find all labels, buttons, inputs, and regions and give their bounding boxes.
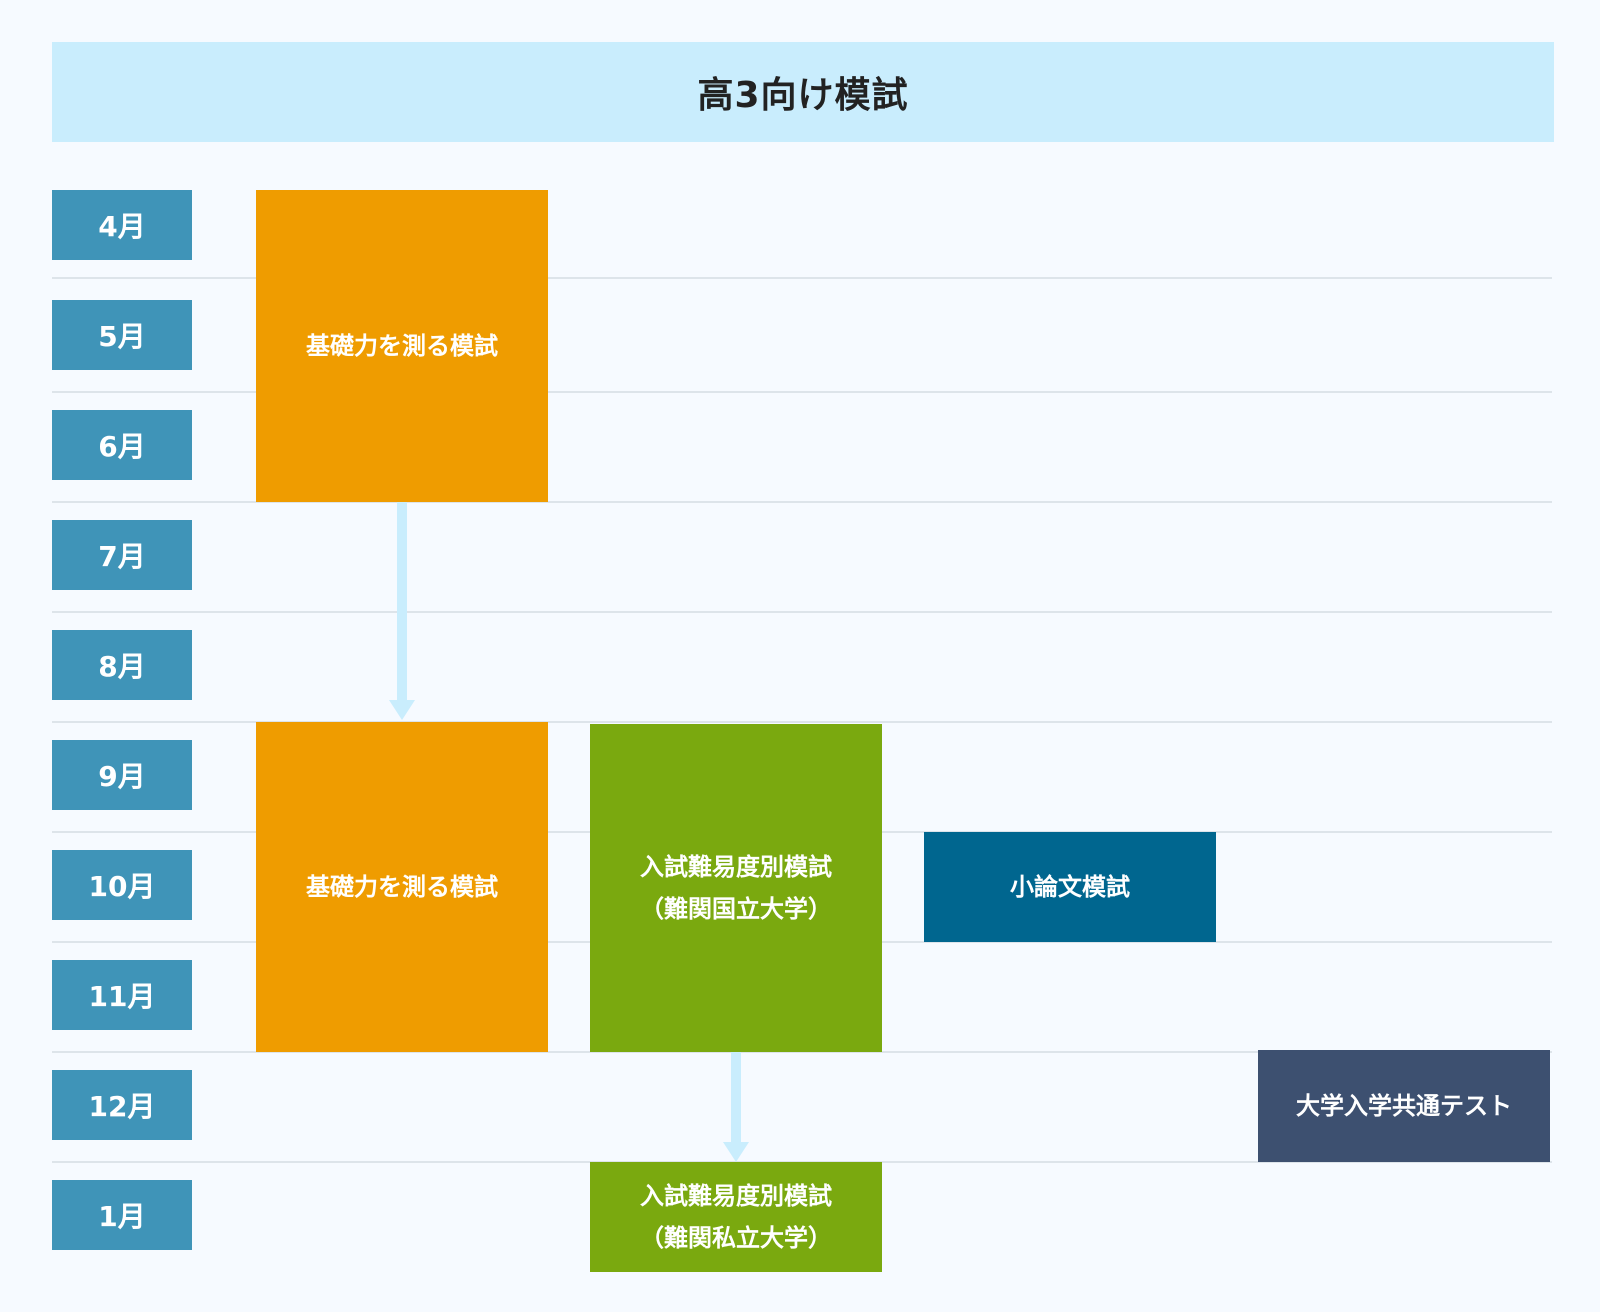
exam-basic-1-label: 基礎力を測る模試 — [306, 332, 498, 360]
page-title: 高3向け模試 — [697, 75, 909, 116]
exam-common-test: 大学入学共通テスト — [1258, 1050, 1550, 1162]
month-label-oct: 10月 — [52, 850, 192, 920]
row-divider — [52, 501, 1552, 503]
exam-difficulty-private-line1: 入試難易度別模試 — [640, 1182, 832, 1210]
exam-basic-2: 基礎力を測る模試 — [256, 722, 548, 1052]
row-divider — [52, 721, 1552, 723]
exam-basic-2-label: 基礎力を測る模試 — [306, 873, 498, 901]
exam-common-test-label: 大学入学共通テスト — [1296, 1092, 1512, 1120]
exam-essay: 小論文模試 — [924, 832, 1216, 942]
row-divider — [52, 391, 1552, 393]
month-label-apr: 4月 — [52, 190, 192, 260]
exam-essay-label: 小論文模試 — [1010, 873, 1130, 901]
exam-difficulty-private-line2: （難関私立大学） — [640, 1224, 832, 1252]
exam-difficulty-private: 入試難易度別模試 （難関私立大学） — [590, 1162, 882, 1272]
exam-difficulty-national-line2: （難関国立大学） — [640, 895, 832, 923]
exam-difficulty-national: 入試難易度別模試 （難関国立大学） — [590, 724, 882, 1052]
month-label-aug: 8月 — [52, 630, 192, 700]
month-label-dec: 12月 — [52, 1070, 192, 1140]
row-divider — [52, 611, 1552, 613]
row-divider — [52, 277, 1552, 279]
month-label-may: 5月 — [52, 300, 192, 370]
exam-difficulty-national-line1: 入試難易度別模試 — [640, 853, 832, 881]
row-divider — [52, 1051, 1552, 1053]
month-label-jun: 6月 — [52, 410, 192, 480]
exam-basic-1: 基礎力を測る模試 — [256, 190, 548, 502]
month-label-sep: 9月 — [52, 740, 192, 810]
title-bar: 高3向け模試 — [52, 42, 1554, 142]
month-label-nov: 11月 — [52, 960, 192, 1030]
arrow-down-icon — [723, 1052, 749, 1162]
month-label-jan: 1月 — [52, 1180, 192, 1250]
arrow-down-icon — [389, 502, 415, 720]
month-label-jul: 7月 — [52, 520, 192, 590]
